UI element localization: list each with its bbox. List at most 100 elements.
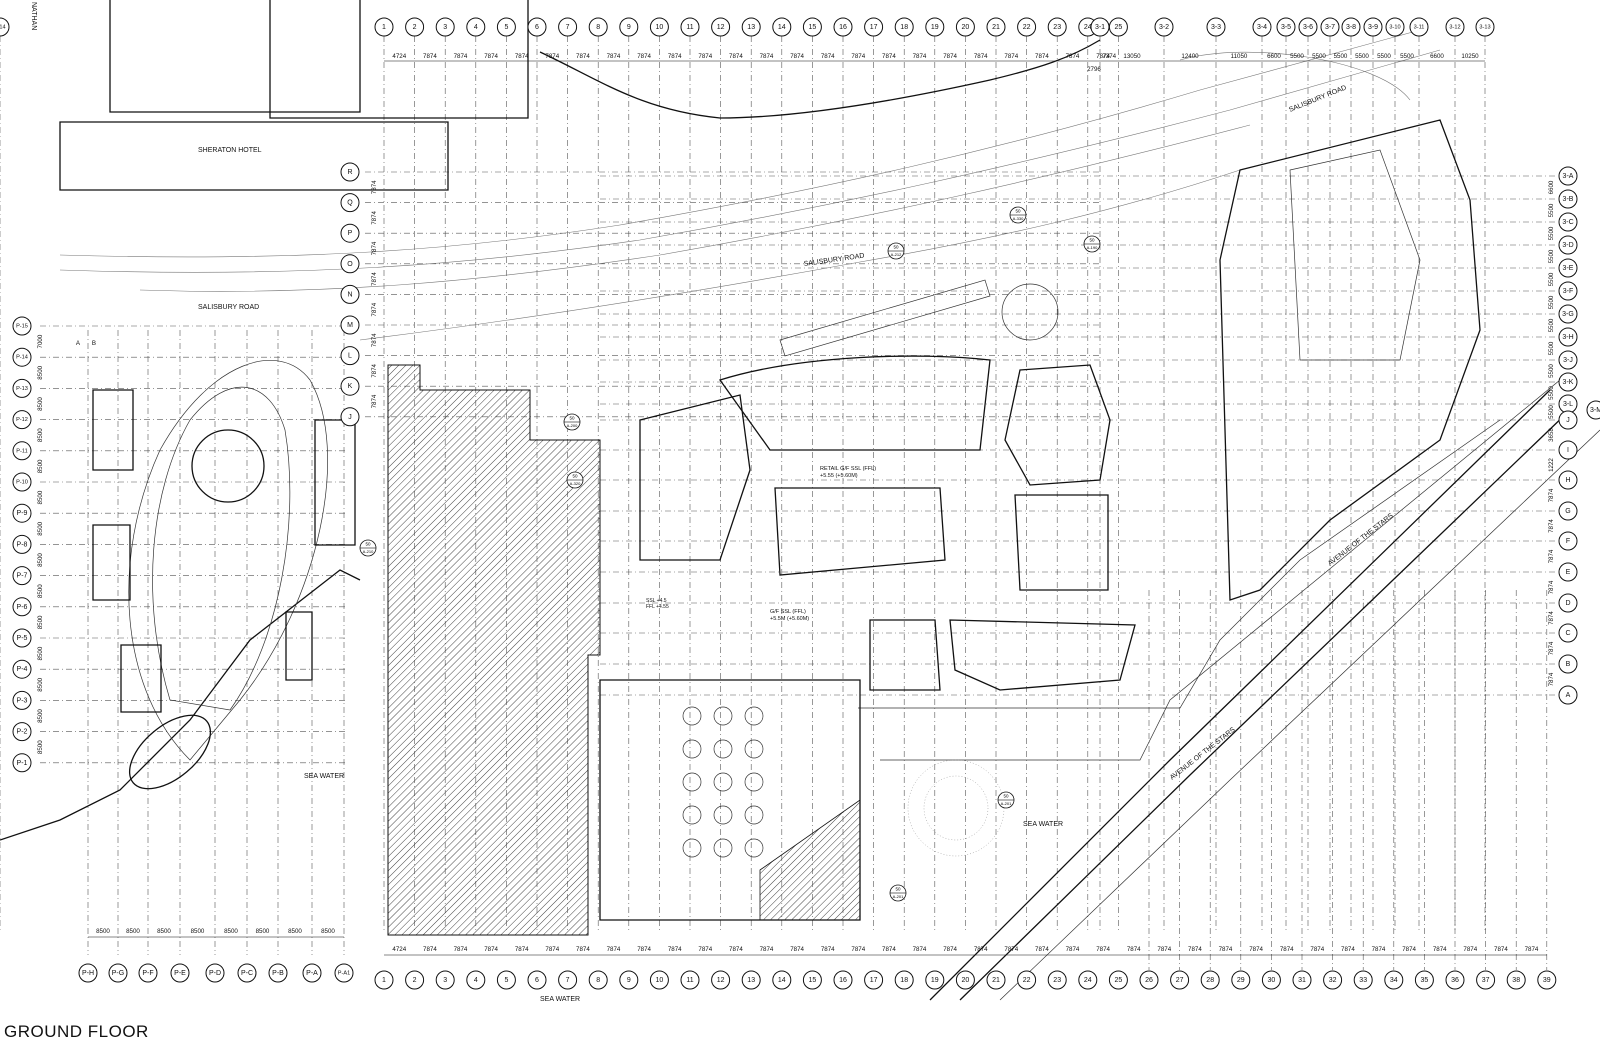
- section-mark: 50A-320: [566, 471, 584, 489]
- svg-text:34: 34: [1390, 977, 1398, 984]
- grid-bubble-right-A: A: [1558, 685, 1578, 705]
- svg-text:P-7: P-7: [17, 573, 28, 580]
- grid-bubble-bottom-33: 33: [1353, 970, 1373, 990]
- salisbury-road-edge-4: [359, 169, 1241, 341]
- svg-text:15: 15: [809, 24, 817, 31]
- bottom-dim-22: 7874: [1066, 946, 1080, 953]
- svg-text:3-L: 3-L: [1563, 401, 1573, 408]
- svg-text:3-J: 3-J: [1563, 357, 1573, 364]
- salisbury-road-label-mid: SALISBURY ROAD: [803, 253, 865, 268]
- svg-text:25: 25: [1115, 24, 1123, 31]
- bottom-dim-11: 7874: [729, 946, 743, 953]
- grid-bubble-top-3-13: 3-13: [1475, 17, 1495, 37]
- svg-text:3-G: 3-G: [1562, 311, 1574, 318]
- grid-bubble-top-3-6: 3-6: [1298, 17, 1318, 37]
- svg-text:P-5: P-5: [17, 635, 28, 642]
- hatched-corner-block: [759, 799, 861, 921]
- row-dim-3: 7874: [371, 272, 378, 286]
- grid-bubble-top-1: 1: [374, 17, 394, 37]
- grid-bubble-row-L: L: [340, 346, 360, 366]
- svg-text:14: 14: [778, 977, 786, 984]
- grid-bubble-bottom-15: 15: [802, 970, 822, 990]
- bottom-dim-10: 7874: [698, 946, 712, 953]
- grid-bubble-top-21: 21: [986, 17, 1006, 37]
- bottom-dim-33: 7874: [1402, 946, 1416, 953]
- drawing-caption: GROUND FLOOR: [4, 1022, 149, 1041]
- svg-text:50: 50: [1003, 794, 1009, 799]
- grid-bubble-top-20: 20: [955, 17, 975, 37]
- pier-dim-0: 7000: [37, 334, 44, 348]
- svg-text:3-11: 3-11: [1414, 25, 1425, 31]
- top-dim-35: 6600: [1430, 53, 1444, 60]
- grid-bubble-top-4: 4: [466, 17, 486, 37]
- grid-bubble-row-R: R: [340, 162, 360, 182]
- grid-bubble-row-K: K: [340, 376, 360, 396]
- grid-bubble-bottom-11: 11: [680, 970, 700, 990]
- svg-text:50: 50: [1015, 209, 1021, 214]
- top-dim-17: 7874: [913, 53, 927, 60]
- svg-text:7: 7: [566, 24, 570, 31]
- bottom-dim-32: 7874: [1372, 946, 1386, 953]
- grid-bubble-pier-P-15: P-15: [12, 316, 32, 336]
- water-feature-inner: [923, 775, 989, 841]
- pier-oval-inner: [152, 386, 291, 711]
- bottom-dim-24: 7874: [1127, 946, 1141, 953]
- top-dim-27: 11050: [1231, 53, 1248, 60]
- svg-text:5: 5: [504, 24, 508, 31]
- grid-bubble-bottom-10: 10: [649, 970, 669, 990]
- pier-dim-2: 8500: [37, 397, 44, 411]
- svg-text:50: 50: [572, 474, 578, 479]
- grid-bubble-row-O: O: [340, 254, 360, 274]
- bottom-dim-19: 7874: [974, 946, 988, 953]
- grid-bubble-row-Q: Q: [340, 193, 360, 213]
- top-dim-15: 7874: [851, 53, 865, 60]
- svg-text:J: J: [1566, 417, 1570, 424]
- grid-bubble-bottom-1: 1: [374, 970, 394, 990]
- grid-bubble-top-3-12: 3-12: [1445, 17, 1465, 37]
- grid-bubble-right-E: E: [1558, 562, 1578, 582]
- grid-bubble-right-3-D: 3-D: [1558, 235, 1578, 255]
- grid-bubble-pier-P-9: P-9: [12, 503, 32, 523]
- pier-dim-11: 8500: [37, 677, 44, 691]
- grid-bubble-bottom-22: 22: [1017, 970, 1037, 990]
- pier-pavilion-3: [120, 644, 162, 713]
- grid-bubble-bottom-31: 31: [1292, 970, 1312, 990]
- svg-text:A-210: A-210: [363, 549, 374, 554]
- svg-text:A-201: A-201: [1001, 801, 1012, 806]
- bottom-dim-13: 7874: [790, 946, 804, 953]
- pier-dim-4: 8500: [37, 459, 44, 473]
- right-dim-14: 7874: [1548, 519, 1555, 533]
- top-dim-36: 10250: [1461, 53, 1479, 60]
- pier-top-label-A: A: [76, 340, 81, 347]
- sea-water-label-bottom: SEA WATER: [540, 996, 580, 1003]
- grid-bubble-bottom-6: 6: [527, 970, 547, 990]
- top-dim-1: 7874: [423, 53, 437, 60]
- top-dim-19: 7874: [974, 53, 988, 60]
- piazza-tree: [744, 706, 764, 726]
- svg-text:7: 7: [566, 977, 570, 984]
- grid-bubble-top-13: 13: [741, 17, 761, 37]
- right-dim-6: 5500: [1548, 318, 1555, 332]
- plan-annotations: SHERATON HOTEL SALISBURY ROAD SALISBURY …: [30, 2, 1395, 1003]
- sea-water-label-left: SEA WATER: [304, 773, 344, 780]
- svg-text:50: 50: [1089, 238, 1095, 243]
- grid-bubble-pier-P-7: P-7: [12, 566, 32, 586]
- svg-text:J: J: [348, 414, 352, 421]
- grid-bubble-bottom-2: 2: [405, 970, 425, 990]
- svg-text:19: 19: [931, 977, 939, 984]
- grid-bubble-pier-P-6: P-6: [12, 597, 32, 617]
- bottom-dim-23: 7874: [1096, 946, 1110, 953]
- grid-bubble-top-2: 2: [405, 17, 425, 37]
- svg-text:P-F: P-F: [142, 970, 153, 977]
- svg-text:P-4: P-4: [17, 666, 28, 673]
- right-dim-15: 7874: [1548, 549, 1555, 563]
- svg-text:3-M: 3-M: [1590, 407, 1600, 414]
- svg-text:3-4: 3-4: [1257, 24, 1267, 31]
- svg-text:3-E: 3-E: [1563, 265, 1574, 272]
- pier-oval-pavilion: [128, 714, 212, 790]
- footbridge-truss: [779, 279, 991, 357]
- svg-text:39: 39: [1543, 977, 1551, 984]
- grid-bubble-bottom-21: 21: [986, 970, 1006, 990]
- svg-text:9: 9: [627, 977, 631, 984]
